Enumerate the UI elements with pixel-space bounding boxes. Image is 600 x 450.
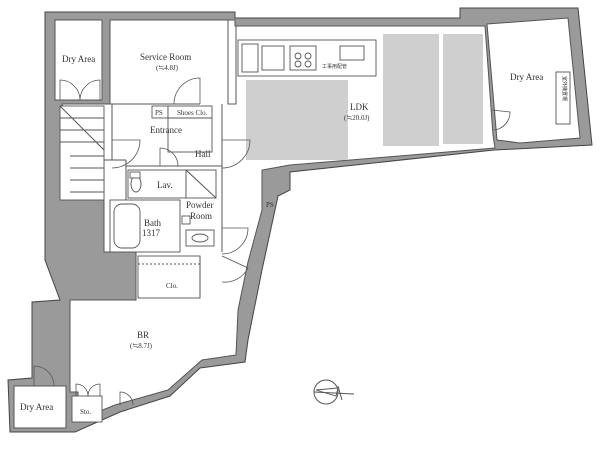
- bath: [109, 199, 191, 253]
- label-dry-area-nw: Dry Area: [62, 54, 95, 64]
- kitchen-note: 工事用配管: [322, 63, 347, 70]
- north-arrow-icon: [313, 379, 355, 405]
- label-service-room-size: (≒4.8J): [156, 64, 179, 72]
- entrance-block: [104, 104, 223, 252]
- label-lav: Lav.: [157, 180, 173, 190]
- service-room-walls: [109, 20, 237, 105]
- door-br: [221, 255, 249, 283]
- ldk-rug-2: [383, 34, 439, 146]
- label-dry-area-sw: Dry Area: [20, 402, 53, 412]
- label-dry-area-ne: Dry Area: [510, 72, 543, 82]
- dry-area-nw-floor: [54, 19, 103, 101]
- label-bath: Bath: [144, 218, 161, 228]
- label-storage: Sto.: [80, 408, 91, 416]
- dry-area-note: 室外機置場: [561, 76, 568, 101]
- label-br: BR: [137, 330, 149, 340]
- door-service-room: [173, 77, 201, 105]
- kitchen-counter: 工事用配管: [237, 39, 377, 77]
- label-br-size: (≒8.7J): [130, 342, 153, 350]
- label-powder-1: Powder: [186, 200, 214, 210]
- door-br-dry: [119, 391, 134, 406]
- label-closet: Clo.: [166, 282, 178, 290]
- door-storage: [75, 383, 101, 397]
- label-bath-size: 1317: [142, 228, 161, 238]
- ldk-rug-1: [246, 80, 348, 160]
- ldk-rug-3: [443, 34, 483, 144]
- door-dry-area-sw: [33, 365, 55, 387]
- label-ps-1: PS: [155, 109, 163, 117]
- label-shoes-closet: Shoes Clo.: [177, 109, 208, 117]
- lavatory-block: [127, 169, 217, 247]
- door-dry-area-ne: [491, 109, 511, 131]
- closet-block: [137, 255, 201, 299]
- door-powder: [221, 227, 249, 255]
- label-ldk: LDK: [350, 102, 369, 112]
- dry-area-ne-unit: [555, 71, 571, 125]
- label-hall: Hall: [195, 149, 211, 159]
- label-service-room: Service Room: [140, 52, 191, 62]
- door-hall: [221, 139, 251, 169]
- storage-block: [71, 395, 103, 423]
- label-ps-2: PS: [266, 201, 274, 209]
- label-ldk-size: (≒20.0J): [344, 114, 370, 122]
- label-powder-2: Room: [190, 211, 212, 221]
- staircase: [59, 105, 105, 201]
- door-dry-area-nw: [59, 79, 101, 101]
- door-lav: [159, 147, 179, 167]
- door-entrance: [111, 139, 141, 169]
- dry-area-sw-floor: [13, 385, 67, 429]
- label-entrance: Entrance: [150, 125, 182, 135]
